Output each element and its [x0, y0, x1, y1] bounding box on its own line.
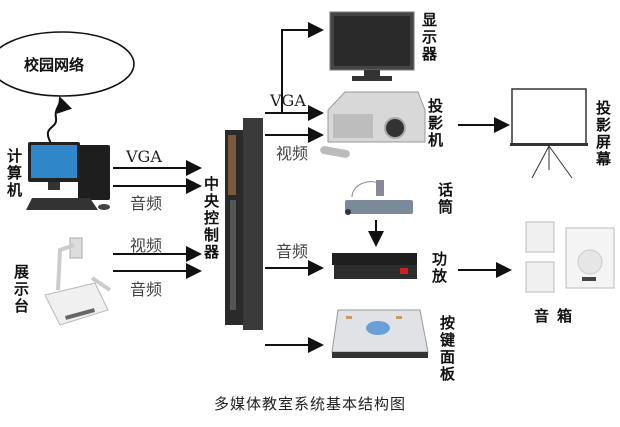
- projector-illustration: [320, 91, 426, 158]
- computer-illustration: [26, 142, 110, 210]
- central-controller-label: 中央控制器: [204, 175, 220, 261]
- microphone-label: 话筒: [438, 181, 454, 216]
- projection-screen-label: 投影屏幕: [596, 99, 612, 168]
- edge-label-computer-vga: VGA: [126, 147, 162, 166]
- edge-label-computer-audio: 音频: [130, 194, 163, 213]
- campus-network-ellipse: [0, 31, 135, 97]
- button-panel-label: 按键面板: [440, 314, 456, 383]
- computer-label: 计算机: [7, 147, 23, 199]
- edge-label-projector-vga: VGA: [270, 91, 306, 110]
- button-panel-illustration: [331, 309, 429, 358]
- speakers-label: 音箱: [534, 307, 581, 325]
- edge-label-amplifier-audio: 音频: [276, 242, 309, 261]
- diagram-title: 多媒体教室系统基本结构图: [213, 395, 406, 413]
- edge-label-visualizer-audio: 音频: [130, 280, 163, 299]
- projection-screen-illustration: [510, 88, 588, 179]
- microphone-illustration: [345, 180, 413, 215]
- amplifier-illustration: [332, 253, 417, 279]
- arrow-to-monitor: [281, 22, 324, 113]
- edge-label-projector-video: 视频: [276, 144, 309, 163]
- network-link: [46, 96, 73, 146]
- projector-label: 投影机: [428, 97, 444, 149]
- visualizer-illustration: [44, 237, 112, 326]
- speakers-illustration: [525, 221, 615, 293]
- edge-label-visualizer-video: 视频: [130, 236, 163, 255]
- monitor-illustration: [329, 11, 415, 81]
- monitor-label: 显示器: [422, 11, 438, 63]
- visualizer-label: 展示台: [14, 263, 30, 315]
- central-controller-illustration: [225, 118, 263, 330]
- amplifier-label: 功放: [432, 250, 448, 285]
- campus-network-label: 校园网络: [24, 56, 85, 74]
